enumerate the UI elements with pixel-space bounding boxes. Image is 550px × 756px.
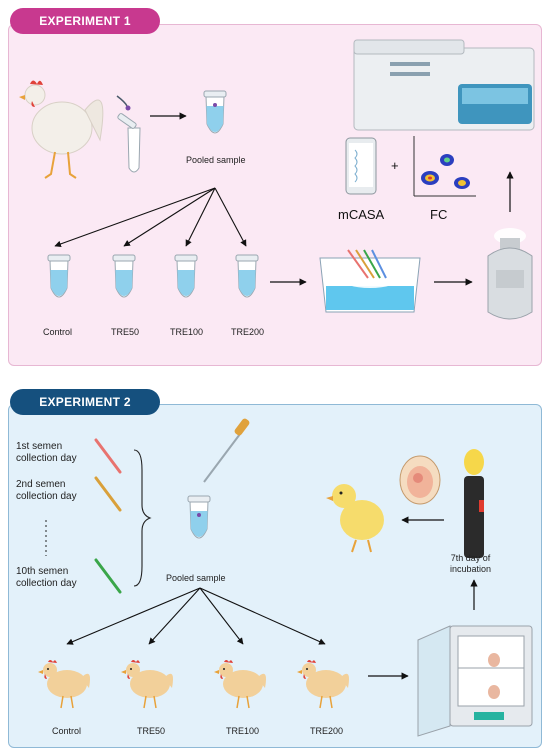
branch-arrows-exp2 xyxy=(66,587,326,645)
collection-day-2-label: 2nd semen collection day xyxy=(16,479,77,502)
grouping-brace xyxy=(133,449,152,587)
collection-tube xyxy=(116,95,141,173)
chick-illustration xyxy=(326,484,384,553)
tablet-icon xyxy=(345,137,377,195)
flow-cytometer xyxy=(353,39,535,131)
hen-label-tre100: TRE100 xyxy=(226,726,260,736)
hen-label-control: Control xyxy=(52,726,82,736)
hen-tre200 xyxy=(296,659,350,709)
liquid-nitrogen-bath xyxy=(319,249,421,313)
experiment-2-title: EXPERIMENT 2 xyxy=(10,389,160,415)
tube-tre200 xyxy=(235,254,259,298)
pipette-icon xyxy=(203,418,250,483)
collection-day-10-label: 10th semen collection day xyxy=(16,566,77,589)
pooled-sample-tube xyxy=(203,90,227,134)
rooster-illustration xyxy=(19,80,104,179)
egg-incubator xyxy=(417,625,533,737)
incubation-label: 7th day of incubation xyxy=(450,553,492,574)
pooled-sample-label: Pooled sample xyxy=(186,155,246,165)
pooled-sample-label-exp2: Pooled sample xyxy=(166,573,226,583)
hen-control xyxy=(37,659,91,709)
group-label-control: Control xyxy=(43,327,73,337)
mcasa-label: mCASA xyxy=(338,207,385,222)
straw-day1 xyxy=(94,438,122,474)
branch-arrows-exp1 xyxy=(54,187,247,248)
group-label-tre200: TRE200 xyxy=(231,327,265,337)
embryo-egg-icon xyxy=(399,455,441,505)
group-label-tre50: TRE50 xyxy=(111,327,140,337)
experiment-1-title: EXPERIMENT 1 xyxy=(10,8,160,34)
hen-label-tre200: TRE200 xyxy=(310,726,344,736)
collection-day-1-label: 1st semen collection day xyxy=(16,441,77,464)
straw-day10 xyxy=(94,558,122,594)
group-label-tre100: TRE100 xyxy=(170,327,204,337)
plus-sign: + xyxy=(391,158,399,173)
candling-flashlight xyxy=(464,449,484,558)
hen-tre100 xyxy=(213,659,267,709)
tube-tre50 xyxy=(112,254,136,298)
fc-scatter-plot xyxy=(413,136,476,197)
storage-dewar xyxy=(487,228,533,320)
straw-day2 xyxy=(94,476,122,512)
tube-control xyxy=(47,254,71,298)
tube-tre100 xyxy=(174,254,198,298)
hen-tre50 xyxy=(120,659,174,709)
hen-label-tre50: TRE50 xyxy=(137,726,166,736)
fc-label: FC xyxy=(430,207,448,222)
